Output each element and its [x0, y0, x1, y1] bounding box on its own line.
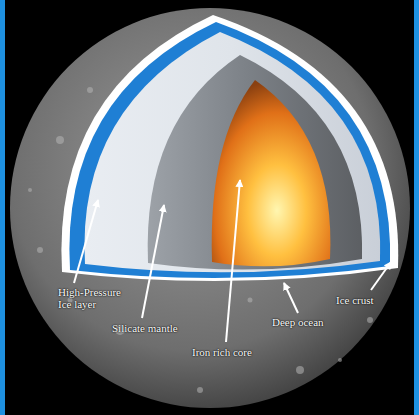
- ice-layer: [84, 32, 380, 272]
- part-label: Iron rich core: [192, 346, 252, 358]
- frame-bar: [414, 0, 419, 415]
- mantle-layer: [148, 55, 362, 270]
- part-label: Ice crust: [336, 294, 374, 306]
- ice-crust-layer: [61, 15, 398, 281]
- frame-bar: [0, 0, 5, 415]
- part-label: High-Pressure Ice layer: [58, 286, 134, 310]
- part-label: Deep ocean: [272, 316, 324, 328]
- moon-surface: [10, 8, 410, 408]
- core-layer: [212, 80, 331, 266]
- leader-arrows: [74, 180, 391, 342]
- ocean-layer: [69, 22, 390, 278]
- part-label: Silicate mantle: [112, 322, 178, 334]
